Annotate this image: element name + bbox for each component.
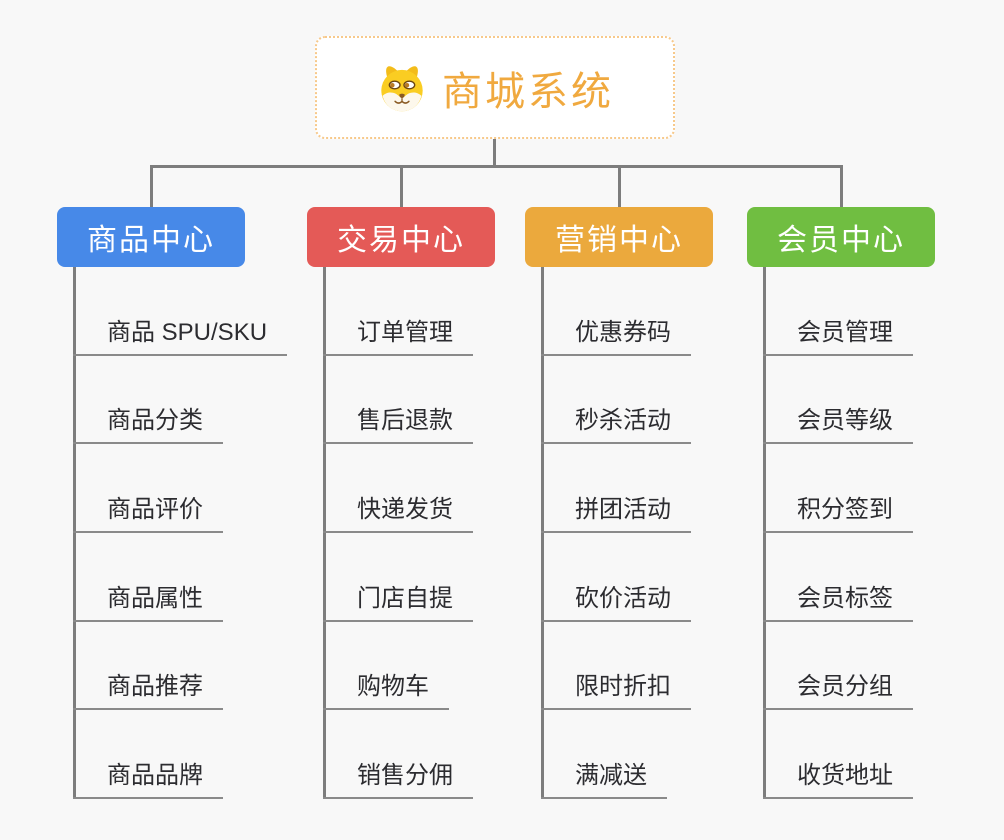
topic-item[interactable]: 砍价活动 <box>541 533 713 622</box>
topic-label: 限时折扣 <box>541 666 691 711</box>
topic-item[interactable]: 满减送 <box>541 710 713 800</box>
connector-drop-products <box>150 165 153 208</box>
topic-label: 门店自提 <box>323 578 473 622</box>
branch-members: 会员中心 会员管理 会员等级 积分签到 会员标签 会员分组 收货地址 <box>747 207 935 800</box>
branch-products-children: 商品 SPU/SKU 商品分类 商品评价 商品属性 商品推荐 商品品牌 <box>73 267 288 800</box>
topic-label: 快递发货 <box>323 489 473 534</box>
connector-drop-members <box>840 165 843 208</box>
branch-trade-children: 订单管理 售后退款 快递发货 门店自提 购物车 销售分佣 <box>323 267 495 800</box>
topic-label: 商品属性 <box>73 578 223 622</box>
topic-label: 会员等级 <box>763 400 913 445</box>
topic-item[interactable]: 优惠券码 <box>541 267 713 356</box>
topic-label: 拼团活动 <box>541 489 691 534</box>
connector-drop-marketing <box>618 165 621 208</box>
topic-label: 收货地址 <box>763 755 913 800</box>
topic-item[interactable]: 积分签到 <box>763 444 935 534</box>
branch-marketing: 营销中心 优惠券码 秒杀活动 拼团活动 砍价活动 限时折扣 满减送 <box>525 207 713 800</box>
topic-label: 售后退款 <box>323 400 473 445</box>
topic-item[interactable]: 商品品牌 <box>73 710 287 800</box>
topic-label: 订单管理 <box>323 312 473 356</box>
topic-item[interactable]: 商品 SPU/SKU <box>73 267 288 356</box>
connector-root-stub <box>493 139 496 166</box>
branch-node-trade[interactable]: 交易中心 <box>307 207 495 267</box>
topic-item[interactable]: 商品分类 <box>73 356 287 445</box>
connector-drop-trade <box>400 165 403 208</box>
branch-products: 商品中心 商品 SPU/SKU 商品分类 商品评价 商品属性 商品推荐 商品品牌 <box>57 207 288 800</box>
branch-members-children: 会员管理 会员等级 积分签到 会员标签 会员分组 收货地址 <box>763 267 935 800</box>
topic-label: 满减送 <box>541 755 667 800</box>
topic-label: 购物车 <box>323 666 449 711</box>
root-node-mall-system[interactable]: 商城系统 <box>315 36 675 139</box>
topic-item[interactable]: 快递发货 <box>323 444 495 534</box>
topic-item[interactable]: 会员标签 <box>763 533 935 622</box>
topic-item[interactable]: 销售分佣 <box>323 710 495 800</box>
topic-item[interactable]: 会员等级 <box>763 356 935 445</box>
topic-item[interactable]: 会员分组 <box>763 622 935 711</box>
topic-item[interactable]: 商品推荐 <box>73 622 287 711</box>
topic-item[interactable]: 收货地址 <box>763 710 935 800</box>
topic-label: 会员分组 <box>763 666 913 711</box>
topic-label: 商品 SPU/SKU <box>73 312 288 356</box>
root-node-label: 商城系统 <box>442 69 614 114</box>
topic-label: 商品推荐 <box>73 666 223 711</box>
branch-node-marketing[interactable]: 营销中心 <box>525 207 713 267</box>
branch-node-members[interactable]: 会员中心 <box>747 207 935 267</box>
topic-label: 积分签到 <box>763 489 913 534</box>
branch-trade: 交易中心 订单管理 售后退款 快递发货 门店自提 购物车 销售分佣 <box>307 207 495 800</box>
dog-face-icon <box>376 63 428 113</box>
connector-horizontal-bar <box>150 165 843 168</box>
topic-item[interactable]: 购物车 <box>323 622 495 711</box>
topic-label: 会员管理 <box>763 312 913 356</box>
topic-label: 秒杀活动 <box>541 400 691 445</box>
branch-node-products[interactable]: 商品中心 <box>57 207 245 267</box>
topic-label: 商品品牌 <box>73 755 223 800</box>
topic-item[interactable]: 商品属性 <box>73 533 287 622</box>
topic-label: 会员标签 <box>763 578 913 622</box>
topic-item[interactable]: 商品评价 <box>73 444 287 534</box>
topic-item[interactable]: 限时折扣 <box>541 622 713 711</box>
topic-item[interactable]: 订单管理 <box>323 267 495 356</box>
branch-marketing-children: 优惠券码 秒杀活动 拼团活动 砍价活动 限时折扣 满减送 <box>541 267 713 800</box>
topic-label: 砍价活动 <box>541 578 691 622</box>
topic-label: 销售分佣 <box>323 755 473 800</box>
topic-label: 商品分类 <box>73 400 223 445</box>
topic-label: 商品评价 <box>73 489 223 534</box>
topic-item[interactable]: 售后退款 <box>323 356 495 445</box>
topic-label: 优惠券码 <box>541 312 691 356</box>
topic-item[interactable]: 秒杀活动 <box>541 356 713 445</box>
topic-item[interactable]: 拼团活动 <box>541 444 713 534</box>
topic-item[interactable]: 门店自提 <box>323 533 495 622</box>
topic-item[interactable]: 会员管理 <box>763 267 935 356</box>
